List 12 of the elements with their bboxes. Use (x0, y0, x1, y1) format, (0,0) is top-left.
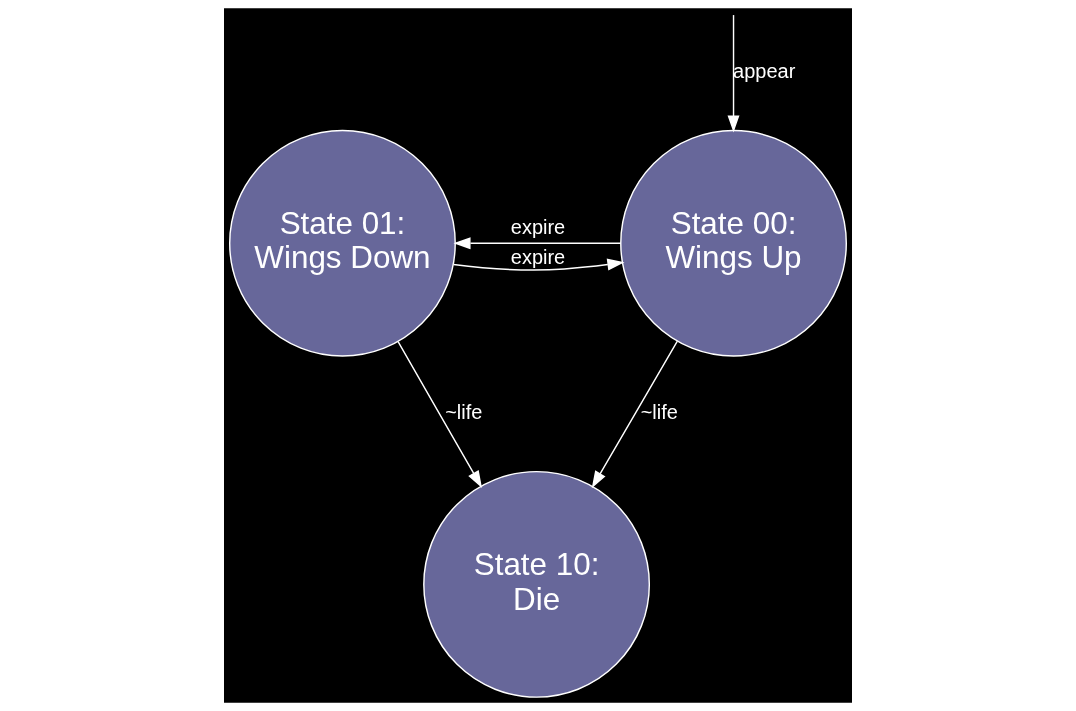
arrow (727, 14, 740, 133)
arrow (591, 340, 679, 489)
edge-label: expire (510, 215, 566, 238)
arrow (452, 258, 625, 271)
node-circle: State 01: Wings Down (229, 129, 456, 357)
edge-label: appear (733, 59, 796, 82)
arrow (397, 340, 482, 488)
edge-label: expire (510, 245, 566, 268)
node-circle: State 00: Wings Up (620, 129, 847, 357)
edge-label: ~life (445, 401, 483, 424)
arrow (453, 237, 622, 250)
edge-label: ~life (640, 401, 678, 424)
